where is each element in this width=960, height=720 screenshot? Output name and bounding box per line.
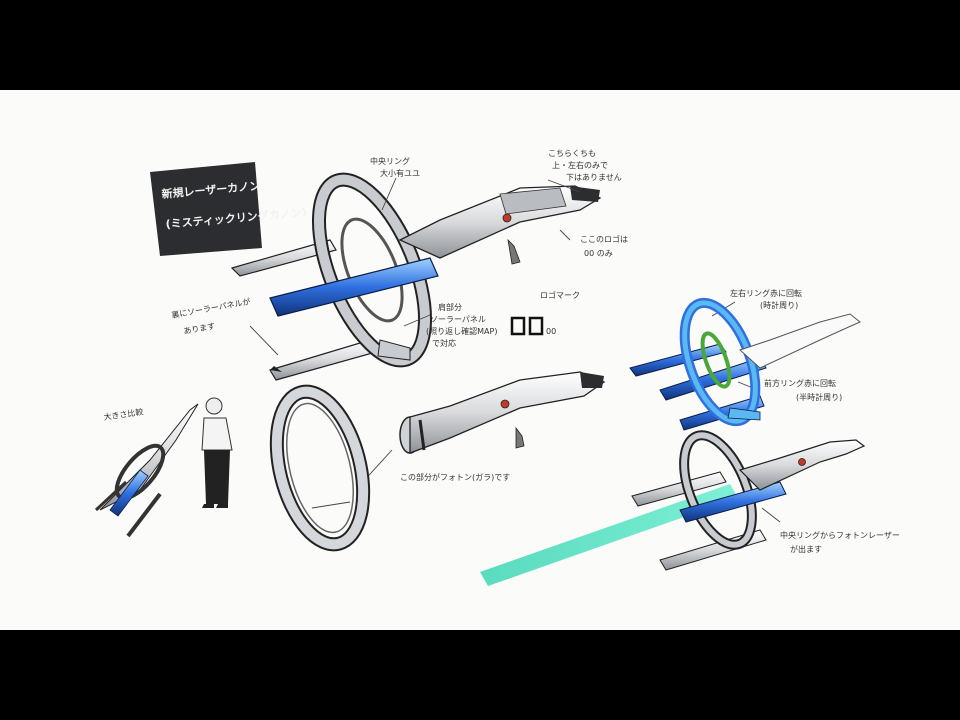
note-solar-back-2: あります xyxy=(183,322,216,336)
note-solar-side-3: (照り返し確認MAP) xyxy=(426,326,497,336)
separated-ring xyxy=(269,384,371,552)
note-logo-place: ここのロゴは 00 のみ xyxy=(580,234,628,258)
note-left-ring: 左右リング赤に回転 (時計周り) xyxy=(730,288,802,310)
note-top-right-2: 上・左右のみで xyxy=(552,160,608,170)
human-figure xyxy=(201,397,233,508)
note-photon: この部分がフォトン(ガラ)です xyxy=(400,472,510,482)
note-center-ring-1: 中央リング xyxy=(370,156,410,166)
note-top-right: こちらくちも 上・左右のみで 下はありません xyxy=(548,149,622,182)
logo-mark: ロゴマーク 00 xyxy=(510,290,580,336)
note-solar-back: 裏にソーラーパネルが あります xyxy=(171,296,251,336)
note-left-ring-1: 左右リング赤に回転 xyxy=(730,288,802,298)
scale-comparison: 大きさ比較 xyxy=(94,397,233,538)
note-right-ring-1: 前方リング赤に回転 xyxy=(764,378,836,388)
note-top-right-1: こちらくちも xyxy=(548,149,596,158)
letterbox-top xyxy=(0,0,960,90)
annotation-pointers xyxy=(249,177,781,523)
note-logo-place-2: 00 のみ xyxy=(584,249,613,258)
note-right-ring: 前方リング赤に回転 (半時計周り) xyxy=(764,378,842,402)
concept-art-drawing: 新規レーザーカノン (ミスティックリングカノン) xyxy=(94,149,900,586)
note-solar-back-1: 裏にソーラーパネルが xyxy=(171,296,251,320)
logo-mark-label: ロゴマーク xyxy=(540,290,580,300)
note-center-ring-2: 大小有ユユ xyxy=(380,168,420,178)
concept-art-sheet: 新規レーザーカノン (ミスティックリングカノン) xyxy=(0,90,960,630)
letterbox-bottom xyxy=(0,630,960,720)
title-panel: 新規レーザーカノン (ミスティックリングカノン) xyxy=(150,162,307,256)
note-left-ring-2: (時計周り) xyxy=(760,300,798,310)
cannon-body: この部分がフォトン(ガラ)です xyxy=(399,371,606,482)
note-right-ring-2: (半時計周り) xyxy=(796,392,842,402)
beam-cannon: 中央リングからフォトンレーザー が出ます xyxy=(480,430,900,586)
note-solar-side-2: ソーラーパネル xyxy=(430,315,486,324)
note-beam: 中央リングからフォトンレーザー が出ます xyxy=(780,530,900,554)
note-top-right-3: 下はありません xyxy=(566,173,622,182)
note-beam-2: が出ます xyxy=(790,544,822,554)
note-center-ring: 中央リング 大小有ユユ xyxy=(370,156,420,178)
blue-cannon: 左右リング赤に回転 (時計周り) 前方リング赤に回転 (半時計周り) xyxy=(629,288,861,431)
note-logo-place-1: ここのロゴは xyxy=(580,234,628,244)
note-solar-side-4: で対応 xyxy=(432,338,456,348)
note-solar-side: 肩部分 ソーラーパネル (照り返し確認MAP) で対応 xyxy=(426,302,497,348)
note-solar-side-1: 肩部分 xyxy=(438,302,462,312)
logo-mark-letters: 00 xyxy=(546,327,556,336)
note-beam-1: 中央リングからフォトンレーザー xyxy=(780,530,900,540)
note-scale: 大きさ比較 xyxy=(103,407,144,422)
main-cannon xyxy=(230,172,602,381)
